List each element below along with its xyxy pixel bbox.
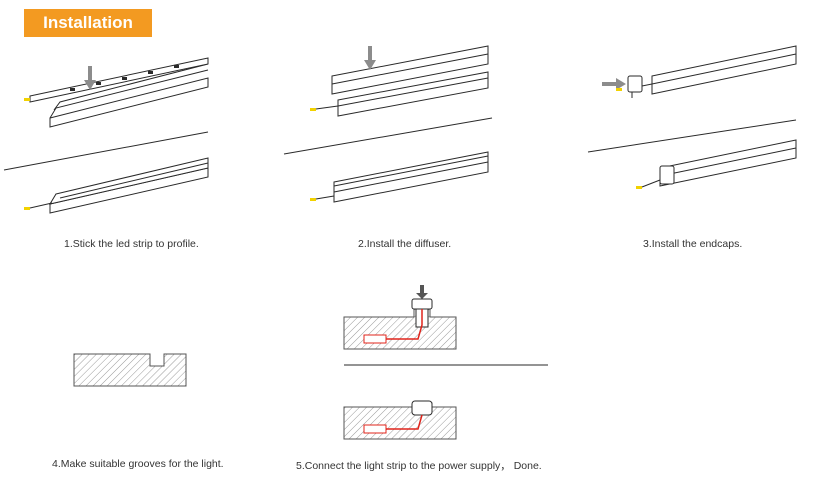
step-4-diagram: [72, 350, 190, 390]
step-3-caption: 3.Install the endcaps.: [643, 238, 743, 250]
step-1-caption: 1.Stick the led strip to profile.: [64, 238, 199, 250]
step-2-caption: 2.Install the diffuser.: [358, 238, 452, 250]
step-4-caption: 4.Make suitable grooves for the light.: [52, 458, 224, 470]
down-arrow-icon: [416, 285, 428, 299]
step-5-caption: 5.Connect the light strip to the power s…: [296, 460, 542, 472]
installation-header: Installation: [24, 9, 152, 37]
step-2-diagram: [280, 40, 500, 230]
step-1-diagram: [0, 40, 230, 230]
step-3-diagram: [580, 40, 810, 230]
down-arrow-icon: [364, 46, 376, 70]
step-5-diagram: [340, 285, 552, 445]
right-arrow-icon: [602, 78, 626, 90]
down-arrow-icon: [84, 66, 96, 90]
